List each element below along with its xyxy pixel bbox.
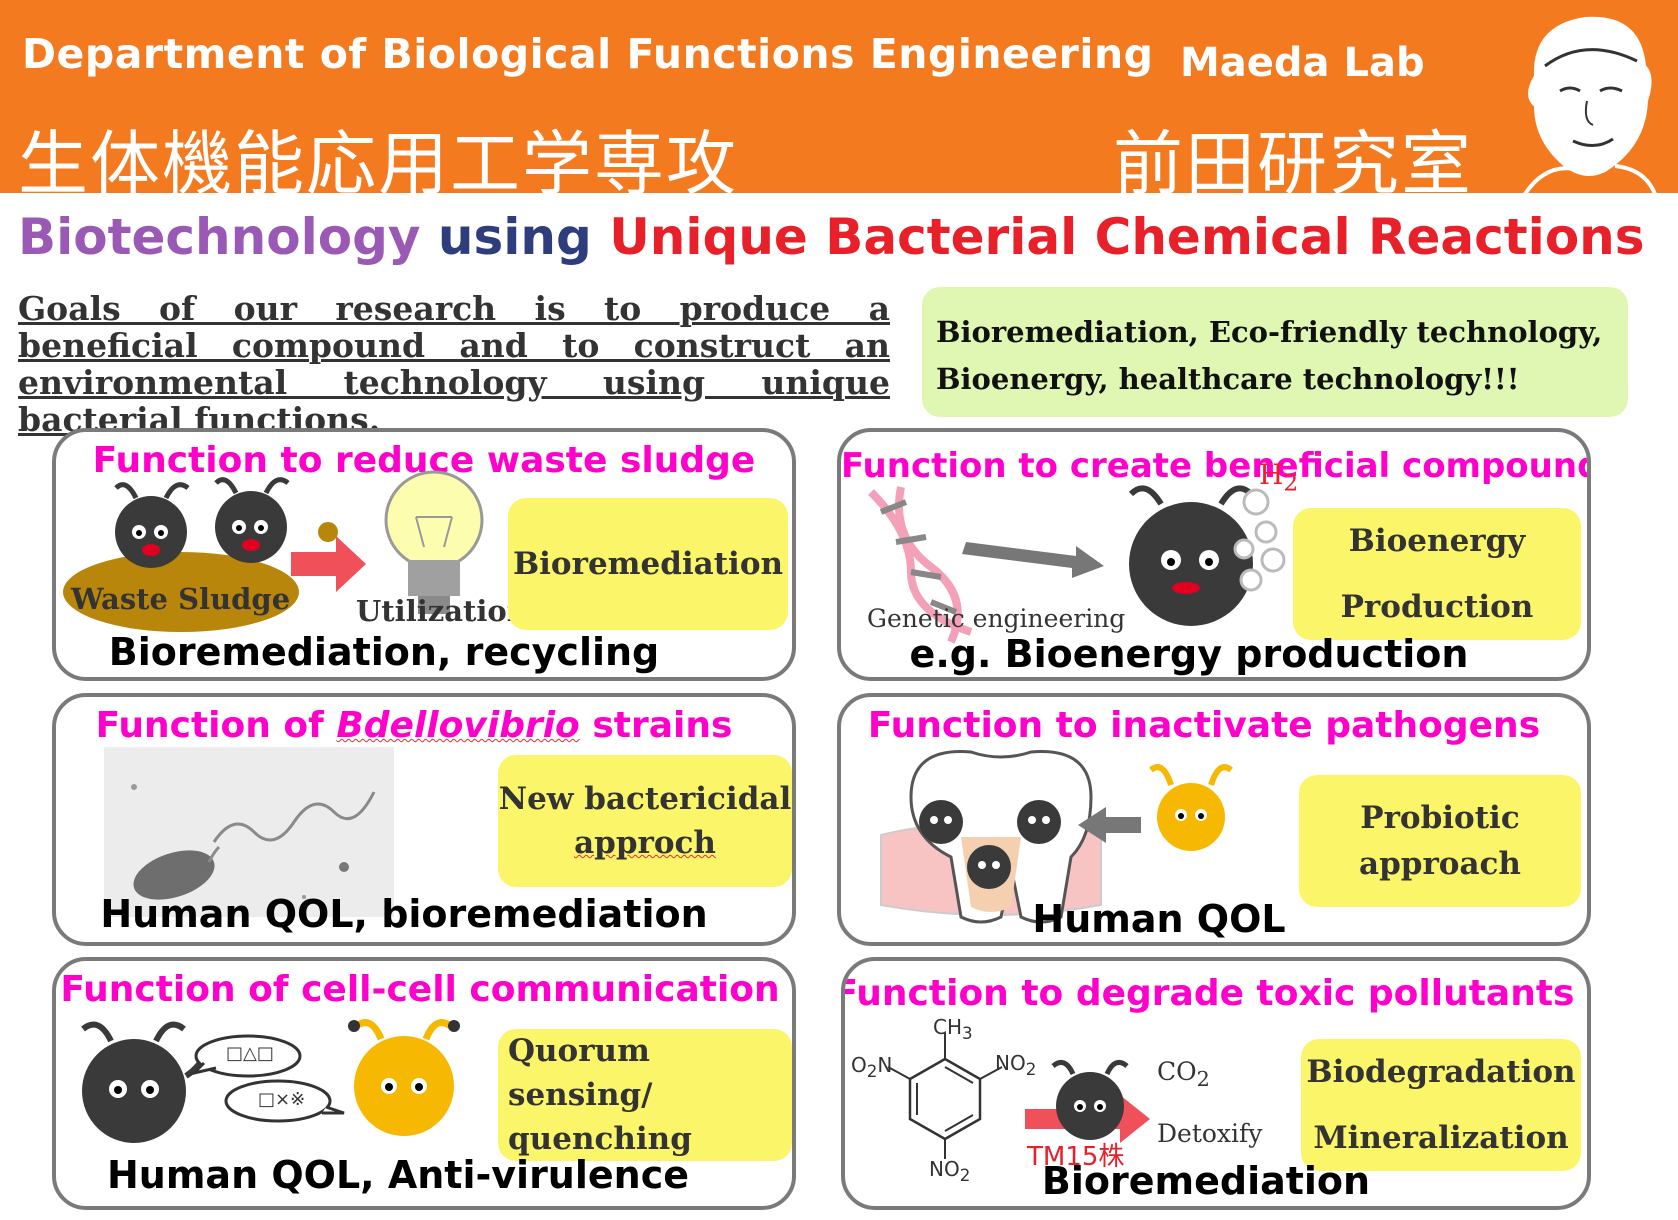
panel-title: Function to degrade toxic pollutants xyxy=(841,973,1575,1014)
tag-text-2: quenching xyxy=(508,1121,692,1157)
o2n-label: O2N xyxy=(851,1053,892,1081)
panel-caption: Human QOL xyxy=(1032,897,1286,941)
panel-cell-communication: Function of cell-cell communication □△□ … xyxy=(52,957,796,1210)
keywords-box: Bioremediation, Eco-friendly technology,… xyxy=(922,287,1628,417)
panel-title: Function to inactivate pathogens xyxy=(867,705,1541,746)
tag-text-2: approach xyxy=(1359,846,1521,882)
panel-caption: Human QOL, Anti-virulence xyxy=(106,1153,690,1197)
goals-statement: Goals of our research is to produce a be… xyxy=(18,289,890,439)
waste-sludge-label: Waste Sludge xyxy=(71,582,291,616)
quorum-sensing-tag: Quorum sensing/ quenching xyxy=(498,1029,792,1161)
no2-bottom-text: NO xyxy=(929,1157,960,1181)
title-pre: Function of xyxy=(95,705,337,746)
panel-degrade-pollutants: Function to degrade toxic pollutants CH3… xyxy=(841,957,1591,1210)
panel-beneficial-compounds: Function to create beneficial compounds … xyxy=(837,428,1591,681)
bioenergy-production-tag: Bioenergy Production xyxy=(1293,508,1581,640)
panel-bdellovibrio: Function of Bdellovibrio strains New bac… xyxy=(52,693,796,946)
panel-caption: Human QOL, bioremediation xyxy=(100,892,708,936)
header-banner: Department of Biological Functions Engin… xyxy=(0,0,1678,205)
lab-name-en: Maeda Lab xyxy=(1180,40,1425,86)
o2n-n: N xyxy=(877,1053,893,1077)
co2-subscript: 2 xyxy=(1196,1067,1210,1091)
tag-text: Bioremediation xyxy=(512,546,784,582)
lab-name-jp: 前田研究室 xyxy=(1113,123,1473,205)
detoxify-label: Detoxify xyxy=(1157,1119,1263,1148)
tag-text-1: Quorum sensing/ xyxy=(508,1033,653,1113)
tag-text-2: approch xyxy=(574,825,716,861)
headline: Biotechnology using Unique Bacterial Che… xyxy=(18,208,1645,266)
tag-text-2: Production xyxy=(1340,589,1534,625)
h2-text: H xyxy=(1259,458,1284,491)
tag-text-1: Biodegradation xyxy=(1306,1054,1576,1090)
tnt-degradation-illustration xyxy=(887,1033,1150,1159)
no2-bottom-subscript: 2 xyxy=(959,1166,971,1185)
no2-right-subscript: 2 xyxy=(1025,1060,1037,1079)
ch3-label: CH3 xyxy=(933,1015,973,1043)
panel-title: Function to create beneficial compounds xyxy=(841,446,1591,486)
communication-illustration xyxy=(81,1019,460,1143)
co2-label: CO2 xyxy=(1157,1057,1210,1091)
biodegradation-tag: Biodegradation Mineralization xyxy=(1301,1039,1581,1171)
tooth-probiotic-illustration xyxy=(880,750,1233,924)
strain-label: TM15株 xyxy=(1027,1142,1125,1172)
title-species: Bdellovibrio xyxy=(336,705,580,746)
tag-text-1: Bioenergy xyxy=(1348,523,1526,559)
tag-text-1: New bactericidal xyxy=(498,781,792,817)
h2-label: H2 xyxy=(1259,458,1298,497)
panel-inactivate-pathogens: Function to inactivate pathogens Probiot… xyxy=(837,693,1591,946)
genetic-engineering-label: Genetic engineering xyxy=(867,604,1126,633)
panel-caption: Bioremediation, recycling xyxy=(108,630,660,674)
h2-subscript: 2 xyxy=(1283,468,1299,497)
tag-text-1: Probiotic xyxy=(1360,800,1520,836)
panel-caption: e.g. Bioenergy production xyxy=(909,632,1469,676)
speech-bubble-2: □×※ xyxy=(258,1089,306,1110)
o2n-subscript: 2 xyxy=(866,1062,878,1081)
no2-bottom-label: NO2 xyxy=(929,1157,970,1185)
panel-caption: Bioremediation xyxy=(1041,1159,1371,1203)
ch3-subscript: 3 xyxy=(962,1024,973,1043)
department-name-jp: 生体機能応用工学専攻 xyxy=(18,123,738,205)
probiotic-approach-tag: Probiotic approach xyxy=(1299,775,1581,907)
portrait-sketch-icon xyxy=(1523,16,1657,196)
sludge-bacteria-illustration xyxy=(63,470,484,632)
bioremediation-tag: Bioremediation xyxy=(508,498,788,630)
keywords-line1: Bioremediation, Eco-friendly technology, xyxy=(936,315,1603,349)
no2-right-text: NO xyxy=(995,1051,1026,1075)
panel-title: Function of Bdellovibrio strains xyxy=(56,705,782,746)
panel-waste-sludge: Function to reduce waste sludge Waste Sl… xyxy=(52,428,796,681)
new-bactericidal-tag: New bactericidal approch xyxy=(498,755,792,887)
title-post: strains xyxy=(579,705,733,746)
ch3-text: CH xyxy=(933,1015,963,1039)
speech-bubble-1: □△□ xyxy=(226,1043,274,1064)
co2-text: CO xyxy=(1157,1057,1197,1086)
dna-bacteria-illustration xyxy=(868,485,1286,644)
headline-part1: Biotechnology xyxy=(18,208,421,266)
no2-right-label: NO2 xyxy=(995,1051,1036,1079)
o2n-o: O xyxy=(851,1053,867,1077)
panel-title: Function of cell-cell communication xyxy=(60,969,780,1010)
headline-part2: using xyxy=(437,208,592,266)
utilization-label: Utilization xyxy=(356,594,528,628)
department-name-en: Department of Biological Functions Engin… xyxy=(22,30,1154,78)
tag-text-2: Mineralization xyxy=(1313,1120,1569,1156)
headline-part3: Unique Bacterial Chemical Reactions xyxy=(609,208,1645,266)
keywords-line2: Bioenergy, healthcare technology!!! xyxy=(936,362,1520,396)
microscope-image xyxy=(104,747,394,917)
